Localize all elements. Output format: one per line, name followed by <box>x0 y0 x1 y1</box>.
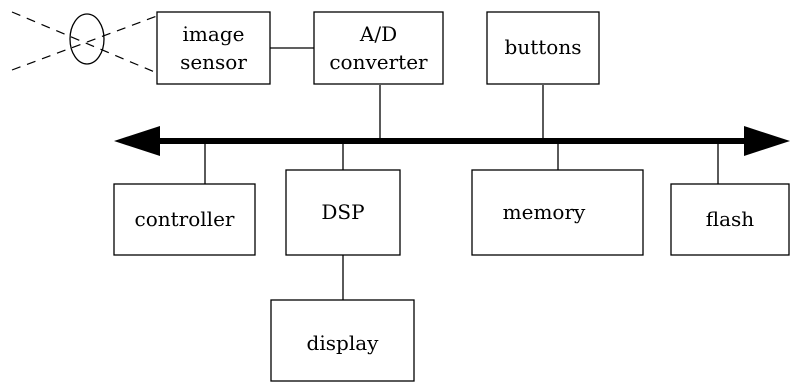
memory-label: memory <box>503 200 586 224</box>
buttons-block: buttons <box>486 11 600 85</box>
dsp-block: DSP <box>285 169 401 256</box>
controller-block: controller <box>113 183 256 256</box>
ad-converter-label-line2: converter <box>329 50 428 74</box>
flash-block: flash <box>670 183 790 256</box>
controller-label: controller <box>135 207 235 231</box>
ad-converter-label-line1: A/D <box>359 22 397 46</box>
image-sensor-block: image sensor <box>156 11 271 85</box>
bidirectional-bus-arrow <box>114 126 790 156</box>
flash-label: flash <box>706 207 755 231</box>
lens-icon <box>11 11 158 74</box>
image-sensor-label-line1: image <box>183 22 245 46</box>
dsp-label: DSP <box>321 200 364 224</box>
memory-block: memory <box>471 169 644 256</box>
image-sensor-label-line2: sensor <box>180 50 247 74</box>
display-block: display <box>270 299 415 382</box>
display-label: display <box>307 331 380 355</box>
ad-converter-block: A/D converter <box>313 11 444 85</box>
buttons-label: buttons <box>505 35 582 59</box>
